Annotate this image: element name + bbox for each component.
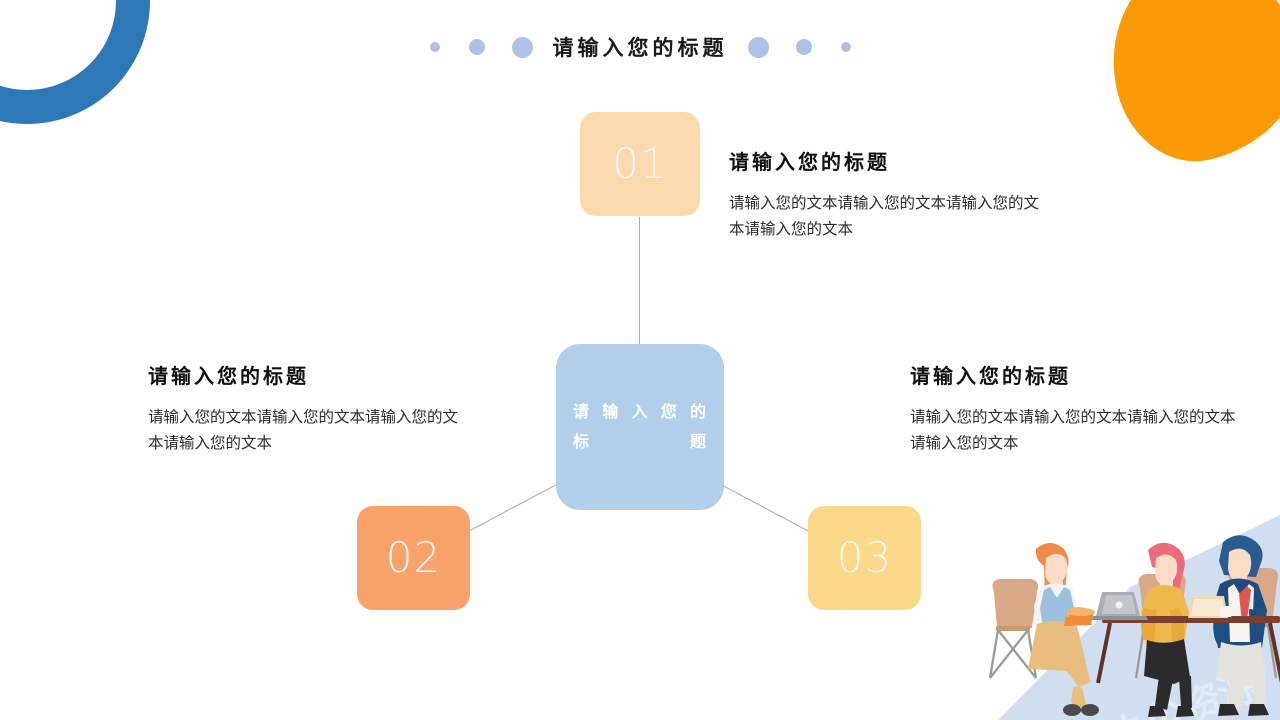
connector-line-01-center	[639, 217, 640, 344]
person-woman-orange-hair	[1028, 543, 1099, 716]
bowl-icon	[1067, 608, 1095, 624]
node-box-01[interactable]: 01	[580, 112, 700, 216]
text-block-03-title: 请输入您的标题	[910, 364, 1071, 388]
center-node-box[interactable]: 办公资源 请输入您的 标题	[556, 344, 1263, 720]
person-woman-pink-hair	[1141, 542, 1194, 717]
text-block-02-title: 请输入您的标题	[148, 364, 309, 388]
cup-icon	[1220, 606, 1232, 617]
center-node-title: 请输入您的 标题	[573, 397, 707, 456]
slide-header: 请输入您的标题	[0, 32, 1280, 62]
text-block-01-title: 请输入您的标题	[729, 150, 890, 174]
text-block-03: 请输入您的标题 请输入您的文本请输入您的文本请输入您的文本请输入您的文本	[910, 360, 1240, 456]
person-man-blue-suit	[1212, 535, 1269, 716]
text-block-02-body: 请输入您的文本请输入您的文本请输入您的文本请输入您的文本	[148, 408, 459, 452]
header-dot-6	[840, 42, 851, 52]
node-box-02[interactable]: 02	[357, 506, 470, 610]
meeting-illustration	[988, 535, 1280, 717]
header-dot-2	[468, 39, 485, 55]
chair-left-icon	[988, 579, 1039, 679]
orange-blob-decoration	[1091, 0, 1280, 177]
header-dot-1	[429, 42, 440, 52]
laptop-icon	[1088, 592, 1148, 620]
node-box-03[interactable]: 03	[808, 506, 921, 610]
node-number-01: 01	[612, 139, 668, 188]
page-title: 请输入您的标题	[552, 35, 728, 60]
header-dot-3	[511, 36, 533, 58]
connector-line-03-center	[718, 483, 811, 533]
header-dot-5	[795, 39, 812, 55]
text-block-03-body: 请输入您的文本请输入您的文本请输入您的文本请输入您的文本	[910, 408, 1236, 452]
header-dot-4	[747, 36, 769, 58]
text-block-01-body: 请输入您的文本请输入您的文本请输入您的文本请输入您的文本	[729, 194, 1040, 238]
node-number-03: 03	[836, 533, 893, 582]
text-block-01: 请输入您的标题 请输入您的文本请输入您的文本请输入您的文本请输入您的文本	[729, 146, 1047, 242]
connector-line-02-center	[470, 481, 563, 531]
text-block-02: 请输入您的标题 请输入您的文本请输入您的文本请输入您的文本请输入您的文本	[148, 360, 468, 456]
center-node-title-line2: 标题	[573, 432, 707, 451]
center-node-title-line1: 请输入您的	[573, 402, 707, 422]
folder-icon	[1188, 596, 1228, 618]
node-number-02: 02	[385, 533, 442, 582]
blue-ring-decoration	[0, 0, 150, 124]
